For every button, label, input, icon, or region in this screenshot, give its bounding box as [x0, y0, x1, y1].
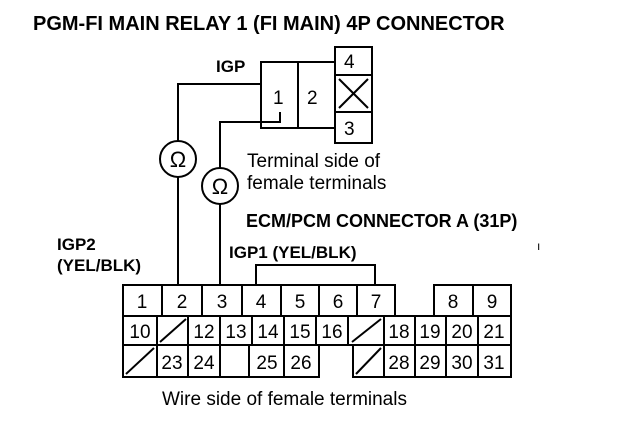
ohm-symbol-icon: Ω	[212, 174, 228, 199]
ecm-pin-12: 12	[193, 322, 214, 343]
ecm-pin-20: 20	[451, 322, 472, 343]
ecm-pin-7: 7	[371, 292, 382, 313]
ecm-pin-24: 24	[193, 353, 215, 374]
ecm-pin-26: 26	[290, 353, 311, 374]
ohm-meter-icon-2	[201, 167, 239, 205]
ecm-pin-10: 10	[129, 322, 150, 343]
ecm-pin-4: 4	[256, 292, 267, 313]
terminal-side-label-1: Terminal side of	[247, 151, 381, 172]
ecm-pin-18: 18	[388, 322, 409, 343]
empty-cavity-slash	[159, 318, 187, 343]
svg-text:ı: ı	[537, 239, 540, 253]
ecm-pin-6: 6	[333, 292, 344, 313]
ecm-pin-5: 5	[295, 292, 306, 313]
igp1-bracket	[255, 264, 376, 285]
relay-connector: 1 2 4 3	[260, 46, 373, 144]
ecm-pin-29: 29	[419, 353, 440, 374]
diagram-title: PGM-FI MAIN RELAY 1 (FI MAIN) 4P CONNECT…	[33, 13, 505, 35]
ecm-pin-21: 21	[483, 322, 504, 343]
terminal-side-label-2: female terminals	[247, 173, 386, 194]
test-lead-1	[177, 83, 261, 141]
empty-cavity-slash	[351, 318, 382, 343]
ecm-pin-15: 15	[289, 322, 310, 343]
ecm-pin-14: 14	[257, 322, 279, 343]
ecm-pin-2: 2	[177, 292, 188, 313]
ecm-pin-25: 25	[256, 353, 277, 374]
ecm-pin-31: 31	[483, 353, 504, 374]
ecm-pin-1: 1	[137, 292, 148, 313]
ecm-pin-28: 28	[388, 353, 409, 374]
ohm-meter-icon-1	[159, 140, 197, 178]
relay-pin-4-label: 4	[344, 52, 355, 73]
relay-pin-2-label: 2	[307, 88, 318, 109]
ecm-pin-30: 30	[451, 353, 472, 374]
relay-pin-1-label: 1	[273, 88, 284, 109]
empty-cavity-slash	[125, 347, 155, 375]
ecm-pin-9: 9	[487, 292, 498, 313]
ecm-pin-3: 3	[217, 292, 228, 313]
ecm-connector-title: ECM/PCM CONNECTOR A (31P)	[246, 211, 517, 231]
ecm-pin-19: 19	[419, 322, 440, 343]
ecm-pin-8: 8	[448, 292, 459, 313]
empty-cavity-slash	[355, 347, 382, 375]
igp2-wire-color: (YEL/BLK)	[57, 256, 141, 275]
ecm-pin-13: 13	[225, 322, 246, 343]
igp2-label: IGP2	[57, 235, 96, 254]
ecm-pin-23: 23	[161, 353, 182, 374]
igp-label: IGP	[216, 57, 245, 76]
ecm-pin-16: 16	[321, 322, 342, 343]
test-lead-2	[219, 112, 281, 168]
relay-pin-3-label: 3	[344, 119, 355, 140]
wire-side-label: Wire side of female terminals	[162, 389, 407, 410]
ecm-connector: 1 2 3 4 5 6 7 8 9 10 12 13 14 15 16 18 1…	[122, 284, 512, 378]
relay-pin-3-cell	[334, 111, 373, 144]
ohm-symbol-icon: Ω	[170, 147, 186, 172]
relay-pin-4-cell	[334, 46, 373, 76]
igp1-label: IGP1 (YEL/BLK)	[229, 243, 357, 262]
